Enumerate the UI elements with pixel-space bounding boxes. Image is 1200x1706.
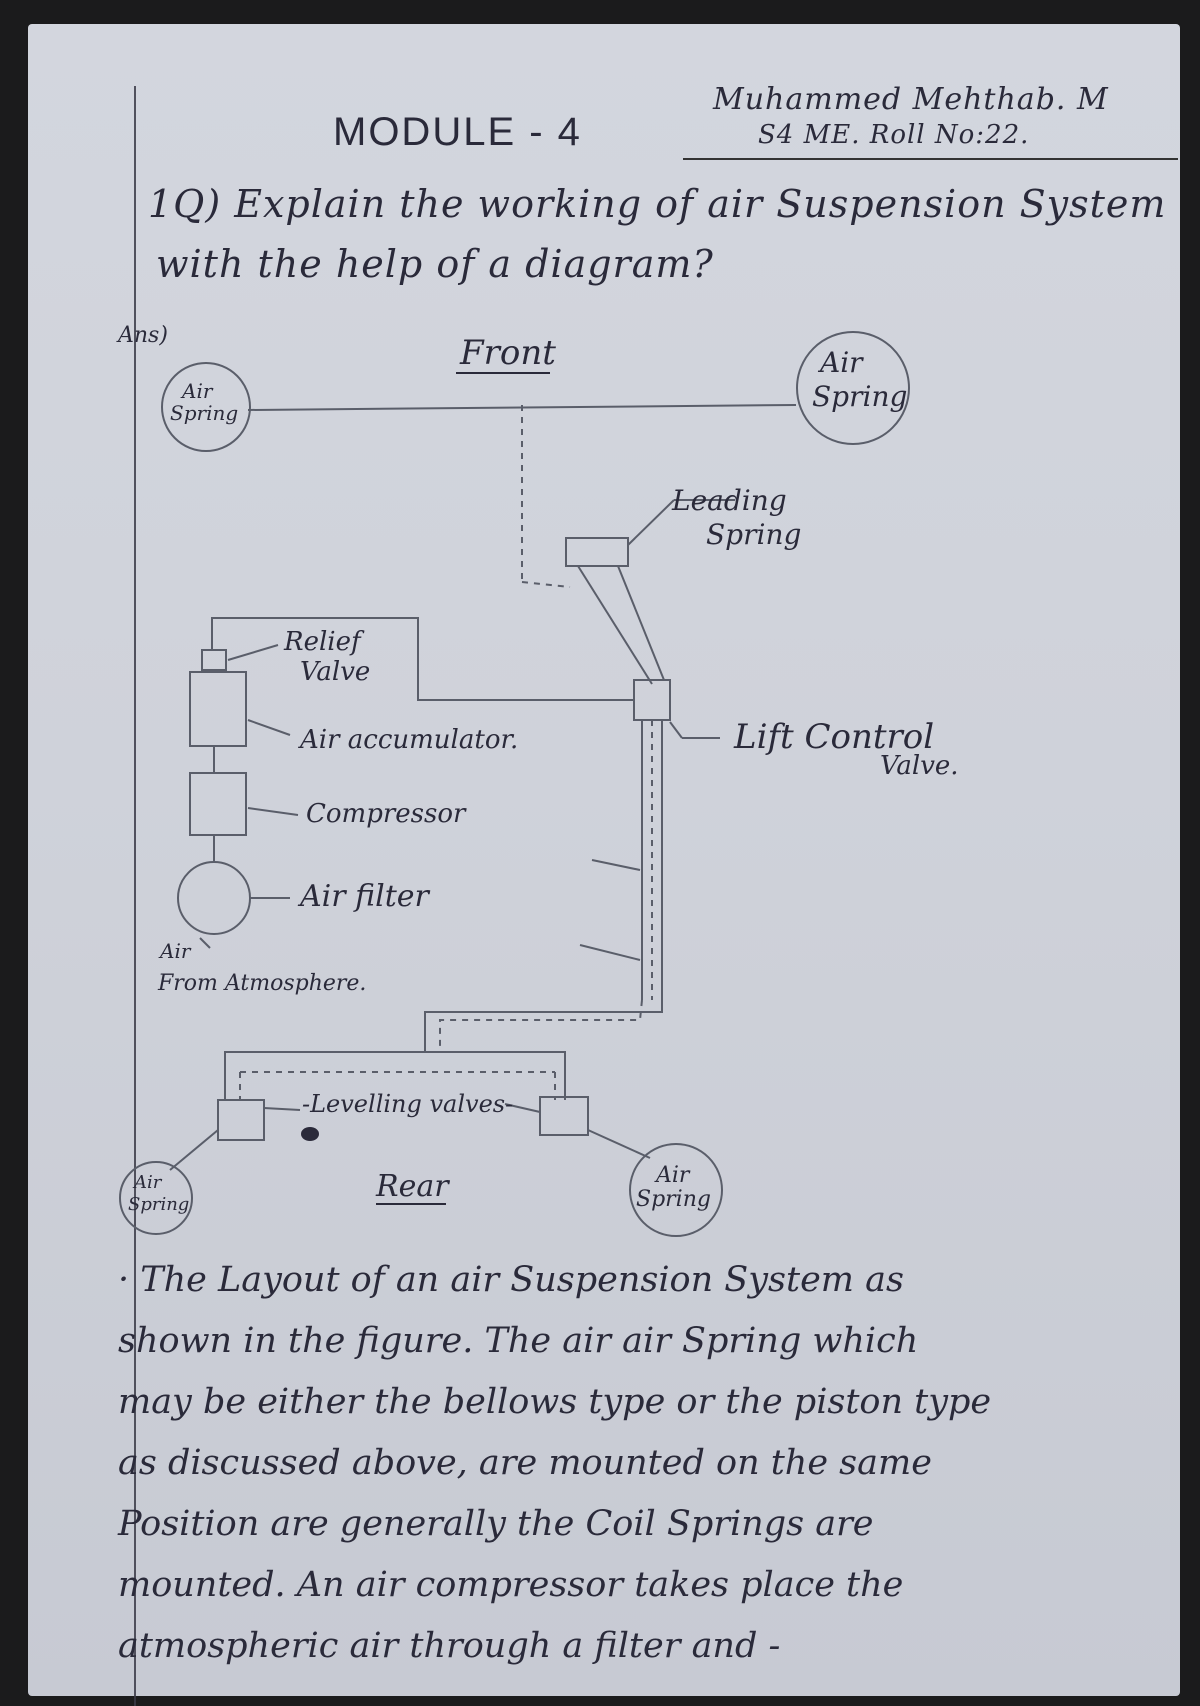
student-name: Muhammed Mehthab. M <box>713 82 1109 117</box>
answer-line: Position are generally the Coil Springs … <box>118 1504 874 1544</box>
answer-line: · The Layout of an air Suspension System… <box>118 1260 904 1300</box>
leading-spring-line2: Spring <box>706 518 801 551</box>
question-line-1: 1Q) Explain the working of air Suspensio… <box>148 182 1167 226</box>
air-filter-circle <box>177 861 251 935</box>
air-spring-front-right-line2: Spring <box>812 380 907 413</box>
question-line-2: with the help of a diagram? <box>156 242 714 286</box>
rear-right-levelling-valve <box>539 1096 589 1136</box>
air-spring-rear-right-line1: Air <box>654 1163 691 1188</box>
air-from-atmosphere-line2: From Atmosphere. <box>157 971 366 996</box>
air-from-atmosphere-line1: Air <box>158 939 192 963</box>
ans-label: Ans) <box>116 323 168 348</box>
answer-line: as discussed above, are mounted on the s… <box>118 1443 932 1483</box>
lift-control-valve-box <box>633 679 671 721</box>
page-title: MODULE - 4 <box>333 110 582 154</box>
relief-valve-line1: Relief <box>283 627 365 657</box>
margin-line <box>134 86 136 1706</box>
supply-line <box>211 617 634 701</box>
answer-paragraph: · The Layout of an air Suspension System… <box>118 1250 1158 1677</box>
rear-right-air-spring-circle <box>629 1143 723 1237</box>
rear-label: Rear <box>375 1169 450 1204</box>
ink-blot <box>301 1127 319 1141</box>
air-spring-front-left-line2: Spring <box>170 401 238 425</box>
relief-valve-line2: Valve <box>300 657 370 687</box>
compressor-box <box>189 772 247 836</box>
front-left-air-spring-circle <box>161 362 251 452</box>
lift-control-valve-line1: Lift Control <box>733 717 934 757</box>
relief-valve-box <box>201 649 227 671</box>
rear-left-levelling-valve <box>217 1099 265 1141</box>
rear-left-air-spring-circle <box>119 1161 193 1235</box>
air-spring-front-left-line1: Air <box>180 379 214 403</box>
air-spring-front-right-line1: Air <box>817 346 864 379</box>
answer-line: atmospheric air through a filter and - <box>118 1626 781 1666</box>
leveling-spring-box <box>565 537 629 567</box>
air-accumulator-box <box>189 671 247 747</box>
air-spring-rear-left-line1: Air <box>132 1172 163 1193</box>
levelling-valves-label: -Levelling valves- <box>302 1090 513 1118</box>
rear-manifold <box>224 1051 566 1100</box>
air-filter-label: Air filter <box>297 879 431 914</box>
compressor-label: Compressor <box>306 799 467 829</box>
answer-line: may be either the bellows type or the pi… <box>118 1382 992 1422</box>
header-underline <box>683 158 1178 160</box>
air-spring-rear-right-line2: Spring <box>636 1187 711 1212</box>
front-label: Front <box>459 333 556 373</box>
answer-line: mounted. An air compressor takes place t… <box>118 1565 904 1605</box>
lift-control-valve-line2: Valve. <box>880 751 959 781</box>
student-class-roll: S4 ME. Roll No:22. <box>758 120 1030 150</box>
notebook-page: MODULE - 4 Muhammed Mehthab. M S4 ME. Ro… <box>28 24 1180 1706</box>
answer-line: shown in the figure. The air air Spring … <box>118 1321 919 1361</box>
leading-spring-line1: Leading <box>671 484 787 517</box>
air-accumulator-label: Air accumulator. <box>298 725 518 755</box>
front-right-air-spring-circle <box>796 331 910 445</box>
air-spring-rear-left-line2: Spring <box>128 1194 189 1215</box>
